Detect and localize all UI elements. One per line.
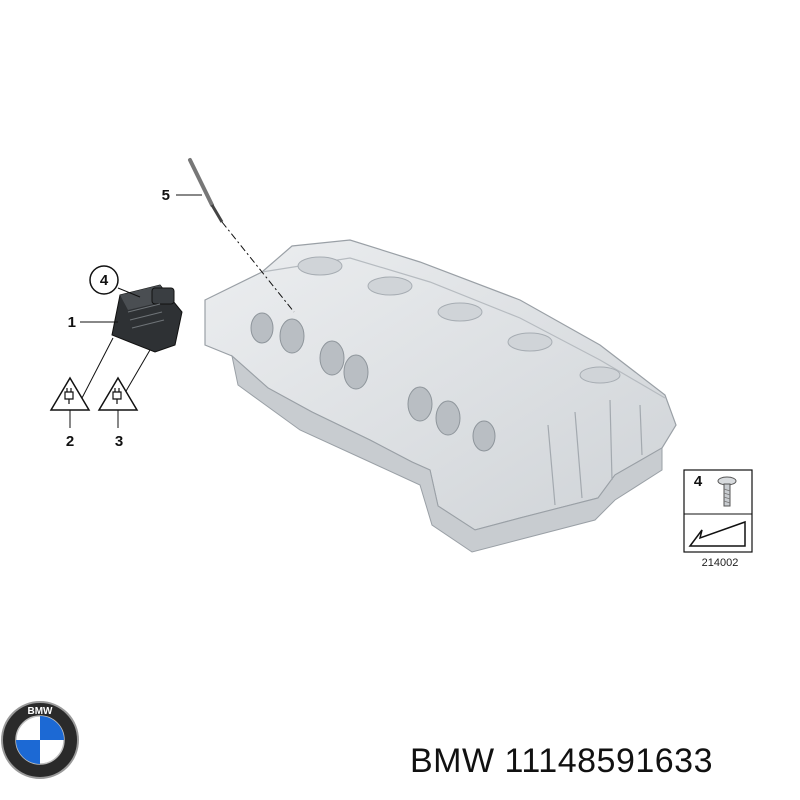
sensor-unit bbox=[81, 284, 183, 399]
legend-item-number: 4 bbox=[694, 473, 703, 490]
leader-lines bbox=[69, 194, 202, 428]
callout-4: 4 bbox=[100, 272, 109, 289]
cylinder-head bbox=[204, 239, 677, 553]
brand-row: BMW BMW 11148591633 bbox=[0, 700, 800, 800]
glow-plug bbox=[188, 158, 295, 313]
screw-icon bbox=[717, 476, 737, 507]
catalog-number: 214002 bbox=[702, 557, 739, 569]
arrow-symbol-icon bbox=[688, 520, 746, 547]
plug-warning-icon bbox=[49, 376, 91, 411]
callout-2: 2 bbox=[66, 433, 74, 450]
legend-box: 4 bbox=[683, 469, 753, 553]
part-title: BMW 11148591633 bbox=[410, 742, 713, 780]
svg-text:BMW: BMW bbox=[28, 706, 54, 717]
callout-5: 5 bbox=[162, 187, 170, 204]
callout-3: 3 bbox=[115, 433, 123, 450]
plug-warning-icon bbox=[97, 376, 139, 411]
bmw-logo: BMW bbox=[1, 701, 79, 779]
callout-circle-4 bbox=[89, 265, 119, 295]
callout-1: 1 bbox=[68, 314, 76, 331]
